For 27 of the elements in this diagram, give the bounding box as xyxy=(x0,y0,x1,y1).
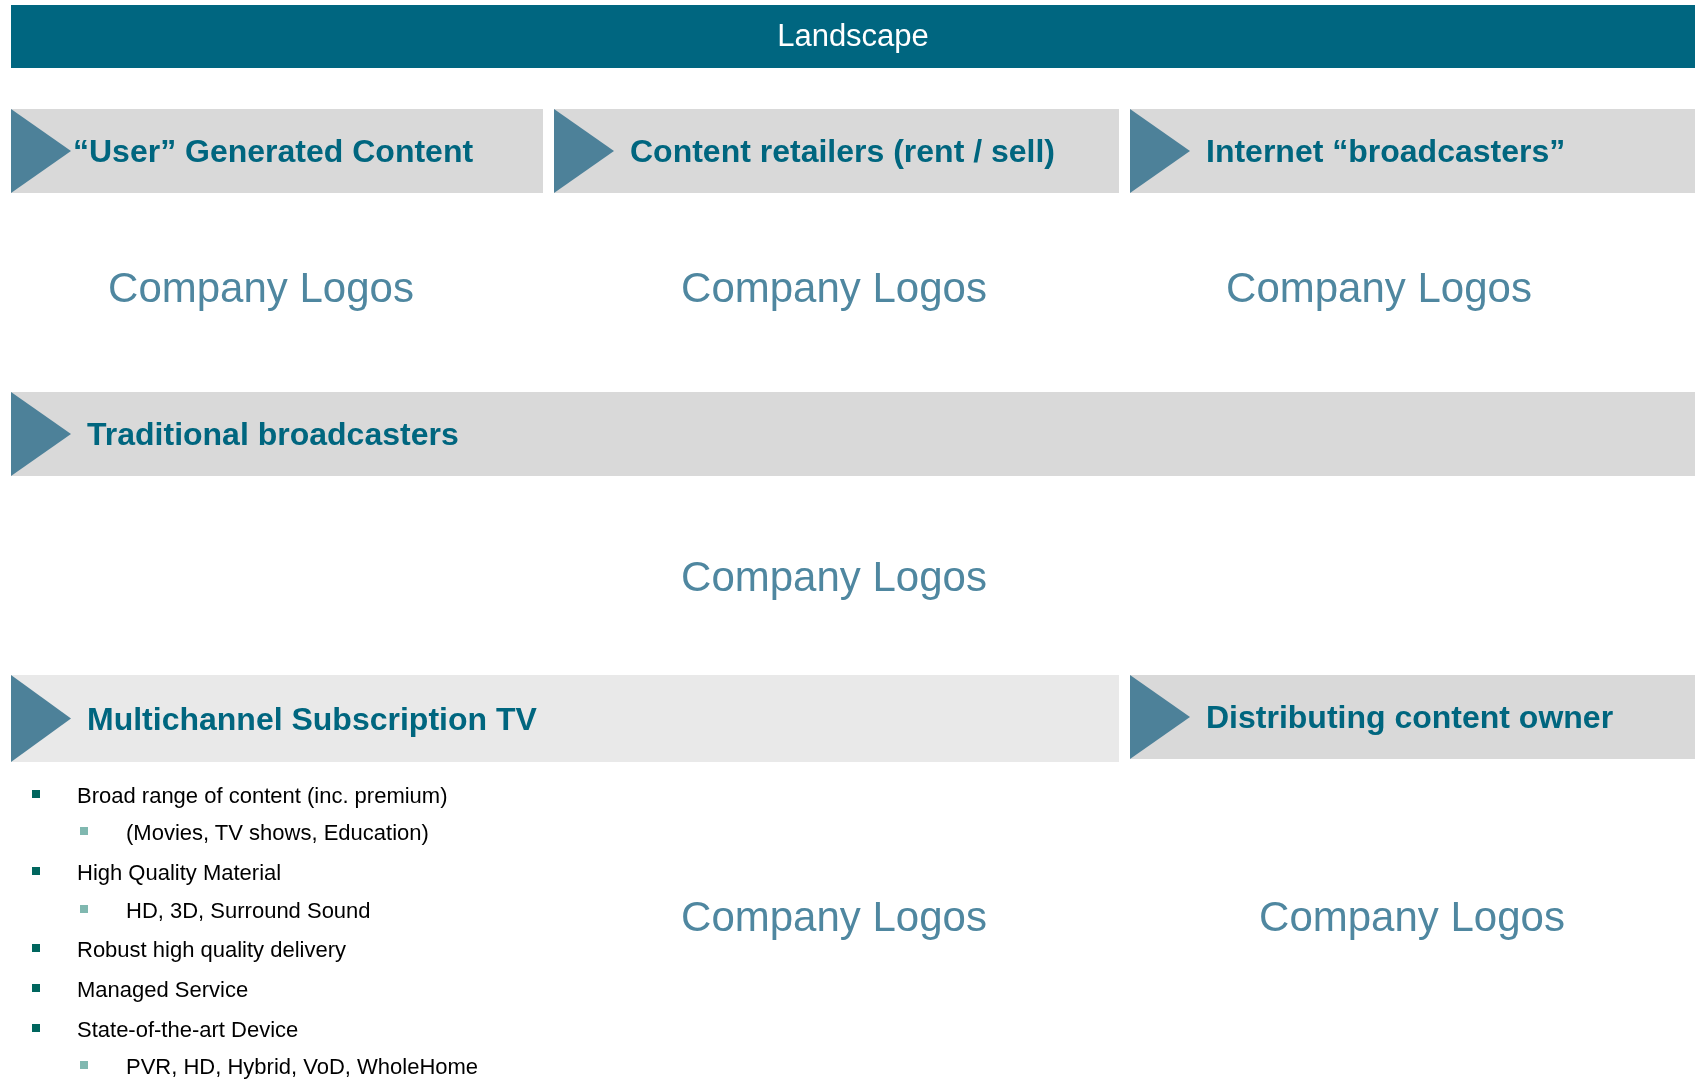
category-heading: Distributing content owner xyxy=(1206,698,1614,737)
bullet-text: Broad range of content (inc. premium) xyxy=(77,785,448,807)
bullet-text: Managed Service xyxy=(77,979,249,1001)
bullet-text: Robust high quality delivery xyxy=(77,939,347,961)
category-heading: Internet “broadcasters” xyxy=(1206,132,1566,171)
placeholder-text: Company Logos xyxy=(681,556,987,598)
bullet-text: State-of-the-art Device xyxy=(77,1019,299,1041)
category-band xyxy=(1130,675,1695,759)
category-band xyxy=(11,675,1119,762)
bullet-text: PVR, HD, Hybrid, VoD, WholeHome xyxy=(126,1056,479,1078)
category-heading: “User” Generated Content xyxy=(73,132,474,171)
placeholder-text: Company Logos xyxy=(1226,267,1532,309)
placeholder-text: Company Logos xyxy=(1259,896,1565,938)
category-heading: Multichannel Subscription TV xyxy=(87,699,537,739)
category-heading: Traditional broadcasters xyxy=(87,415,459,454)
category-band xyxy=(554,109,1119,193)
bullet-text: (Movies, TV shows, Education) xyxy=(126,822,429,844)
category-heading: Content retailers (rent / sell) xyxy=(630,132,1055,171)
bullet-text: HD, 3D, Surround Sound xyxy=(126,900,371,922)
category-band xyxy=(11,109,543,193)
placeholder-text: Company Logos xyxy=(681,267,987,309)
category-band xyxy=(1130,109,1695,193)
title-text: Landscape xyxy=(777,17,929,56)
bullet-text: High Quality Material xyxy=(77,862,282,884)
category-band xyxy=(11,392,1695,476)
placeholder-text: Company Logos xyxy=(108,267,414,309)
placeholder-text: Company Logos xyxy=(681,896,987,938)
